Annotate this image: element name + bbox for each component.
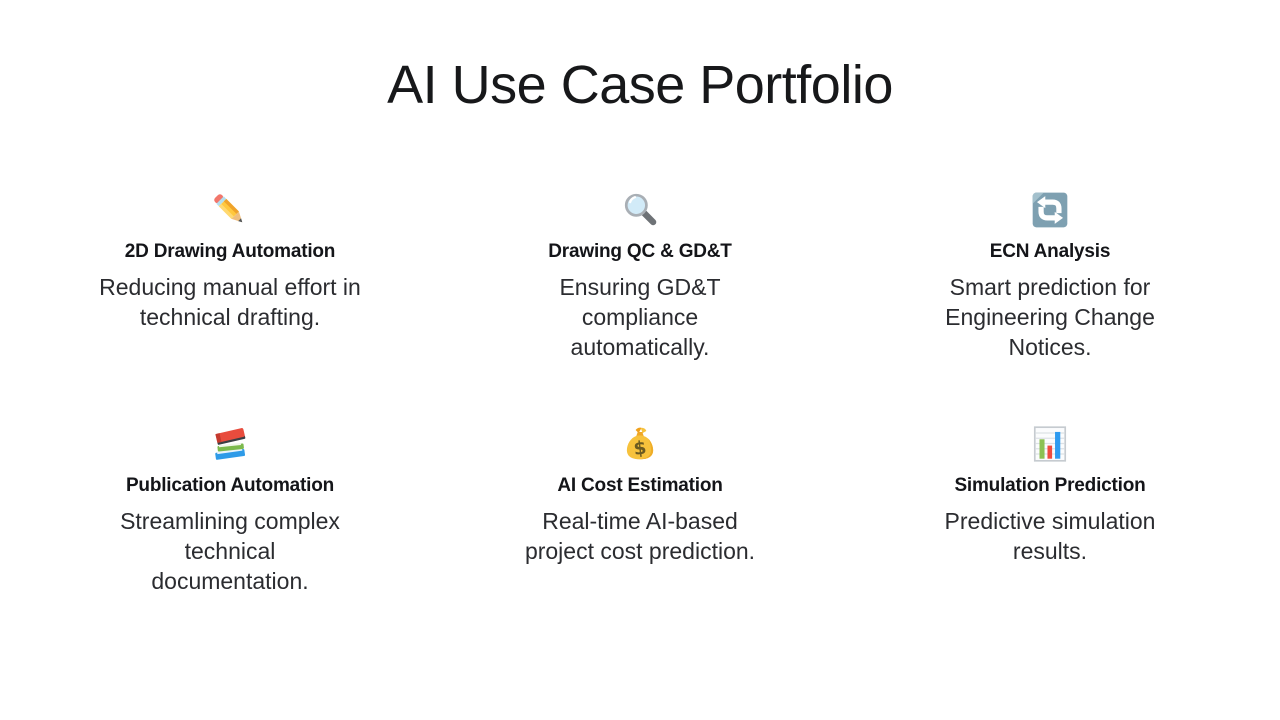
card-title: AI Cost Estimation [557, 475, 723, 496]
pencil-icon [65, 188, 395, 232]
slide: AI Use Case Portfolio 2D Drawing A [0, 54, 1280, 720]
card-title: Publication Automation [125, 475, 335, 496]
card-description: Real-time AI-based project cost predicti… [524, 508, 756, 564]
card-description: Streamlining complex technical documenta… [120, 508, 340, 594]
card-title: Drawing QC & GD&T [548, 241, 732, 262]
card-title: 2D Drawing Automation [124, 241, 336, 262]
card-description: Reducing manual effort in technical draf… [99, 274, 361, 330]
use-case-grid: 2D Drawing Automation Reducing manual ef… [0, 188, 1280, 596]
use-case-card-publication: Publication Automation Streamlining comp… [65, 422, 395, 596]
card-description: Smart prediction for Engineering Change … [945, 274, 1155, 360]
page-title: AI Use Case Portfolio [387, 55, 893, 115]
magnifier-icon [475, 188, 805, 232]
money-bag-icon: $ [475, 422, 805, 466]
use-case-card-cost: $ AI Cost Estimation Real-time AI-based … [475, 422, 805, 566]
use-case-card-ecn: ECN Analysis Smart prediction for Engine… [885, 188, 1215, 362]
arrows-loop-icon [885, 188, 1215, 232]
books-icon [65, 422, 395, 466]
use-case-card-2d-drawing: 2D Drawing Automation Reducing manual ef… [65, 188, 395, 332]
use-case-card-simulation: Simulation Prediction Predictive simulat… [885, 422, 1215, 566]
svg-text:$: $ [632, 438, 647, 460]
card-title: ECN Analysis [989, 241, 1111, 262]
card-title: Simulation Prediction [954, 475, 1146, 496]
card-description: Predictive simulation results. [944, 508, 1156, 564]
card-description: Ensuring GD&T compliance automatically. [559, 274, 721, 360]
use-case-card-drawing-qc: Drawing QC & GD&T Ensuring GD&T complian… [475, 188, 805, 362]
bar-chart-icon [885, 422, 1215, 466]
